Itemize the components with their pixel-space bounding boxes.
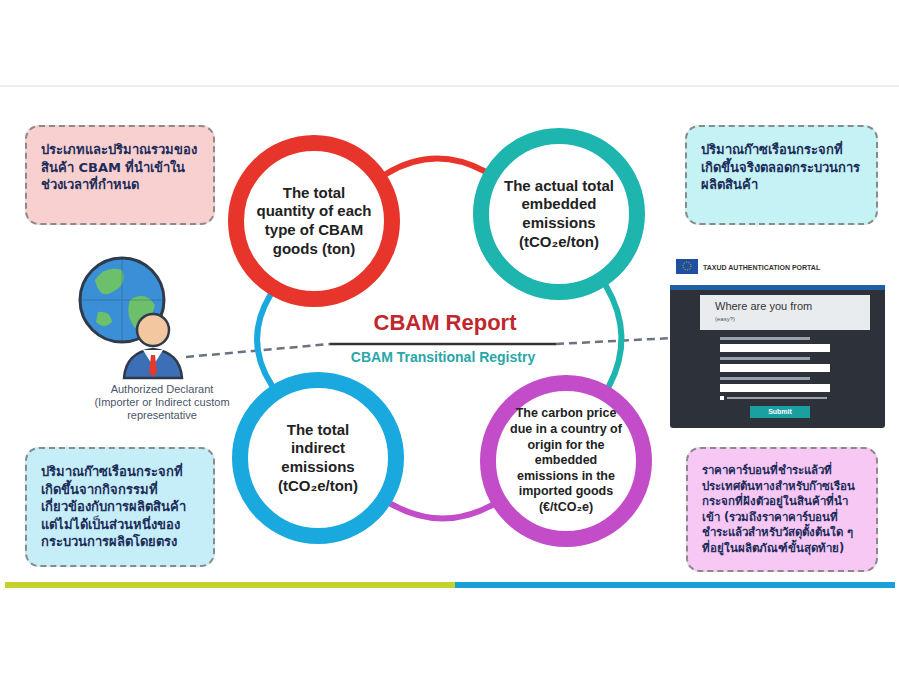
metric-circle: The total indirect emissions (tCO₂e/ton) — [232, 372, 404, 544]
node-text: ประเภทและปริมาณรวมของสินค้า CBAM ที่นำเข… — [41, 141, 199, 194]
declarant-icon — [80, 258, 182, 378]
connector-arc — [606, 286, 621, 386]
connector-arc — [391, 504, 492, 519]
node-text: The carbon price due in a country of ori… — [496, 406, 636, 515]
title-underline — [330, 343, 556, 346]
metric-circle: The carbon price due in a country of ori… — [480, 375, 652, 547]
connector-arc — [386, 159, 484, 174]
label-text: Submit — [750, 408, 810, 416]
label-text: CBAM Transitional Registry — [328, 349, 558, 366]
node-text: ราคาคาร์บอนที่ชำระแล้วที่ประเทศต้นทางสำห… — [702, 463, 862, 556]
top-rule — [0, 86, 899, 87]
info-box: ปริมาณก๊าซเรือนกระจกที่เกิดขึ้นจริงตลอดก… — [685, 125, 878, 225]
footer-stripe — [5, 582, 455, 588]
portal-screenshot — [670, 255, 885, 428]
metric-circle: The total quantity of each type of CBAM … — [228, 135, 400, 307]
connector-arc — [257, 295, 272, 385]
label-text: Authorized Declarant (Importer or Indire… — [92, 383, 232, 423]
metric-circle: The actual total embedded emissions (tCO… — [473, 128, 645, 300]
dashed-leader — [556, 338, 672, 344]
label-text: Where are you from — [715, 300, 865, 313]
info-box: ราคาคาร์บอนที่ชำระแล้วที่ประเทศต้นทางสำห… — [686, 447, 878, 572]
node-text: The total indirect emissions (tCO₂e/ton) — [248, 421, 388, 496]
node-text: ปริมาณก๊าซเรือนกระจกที่เกิดขึ้นจริงตลอดก… — [701, 141, 862, 194]
node-text: The total quantity of each type of CBAM … — [244, 184, 384, 259]
label-text: (easy?) — [715, 316, 775, 323]
info-box: ปริมาณก๊าซเรือนกระจกที่เกิดขึ้นจากกิจกรร… — [25, 447, 215, 567]
label-text: CBAM Report — [335, 310, 555, 336]
node-text: ปริมาณก๊าซเรือนกระจกที่เกิดขึ้นจากกิจกรร… — [41, 463, 199, 551]
label-text: TAXUD AUTHENTICATION PORTAL — [703, 264, 873, 272]
node-text: The actual total embedded emissions (tCO… — [489, 177, 629, 252]
footer-stripe — [455, 582, 895, 588]
info-box: ประเภทและปริมาณรวมของสินค้า CBAM ที่นำเข… — [25, 125, 215, 225]
